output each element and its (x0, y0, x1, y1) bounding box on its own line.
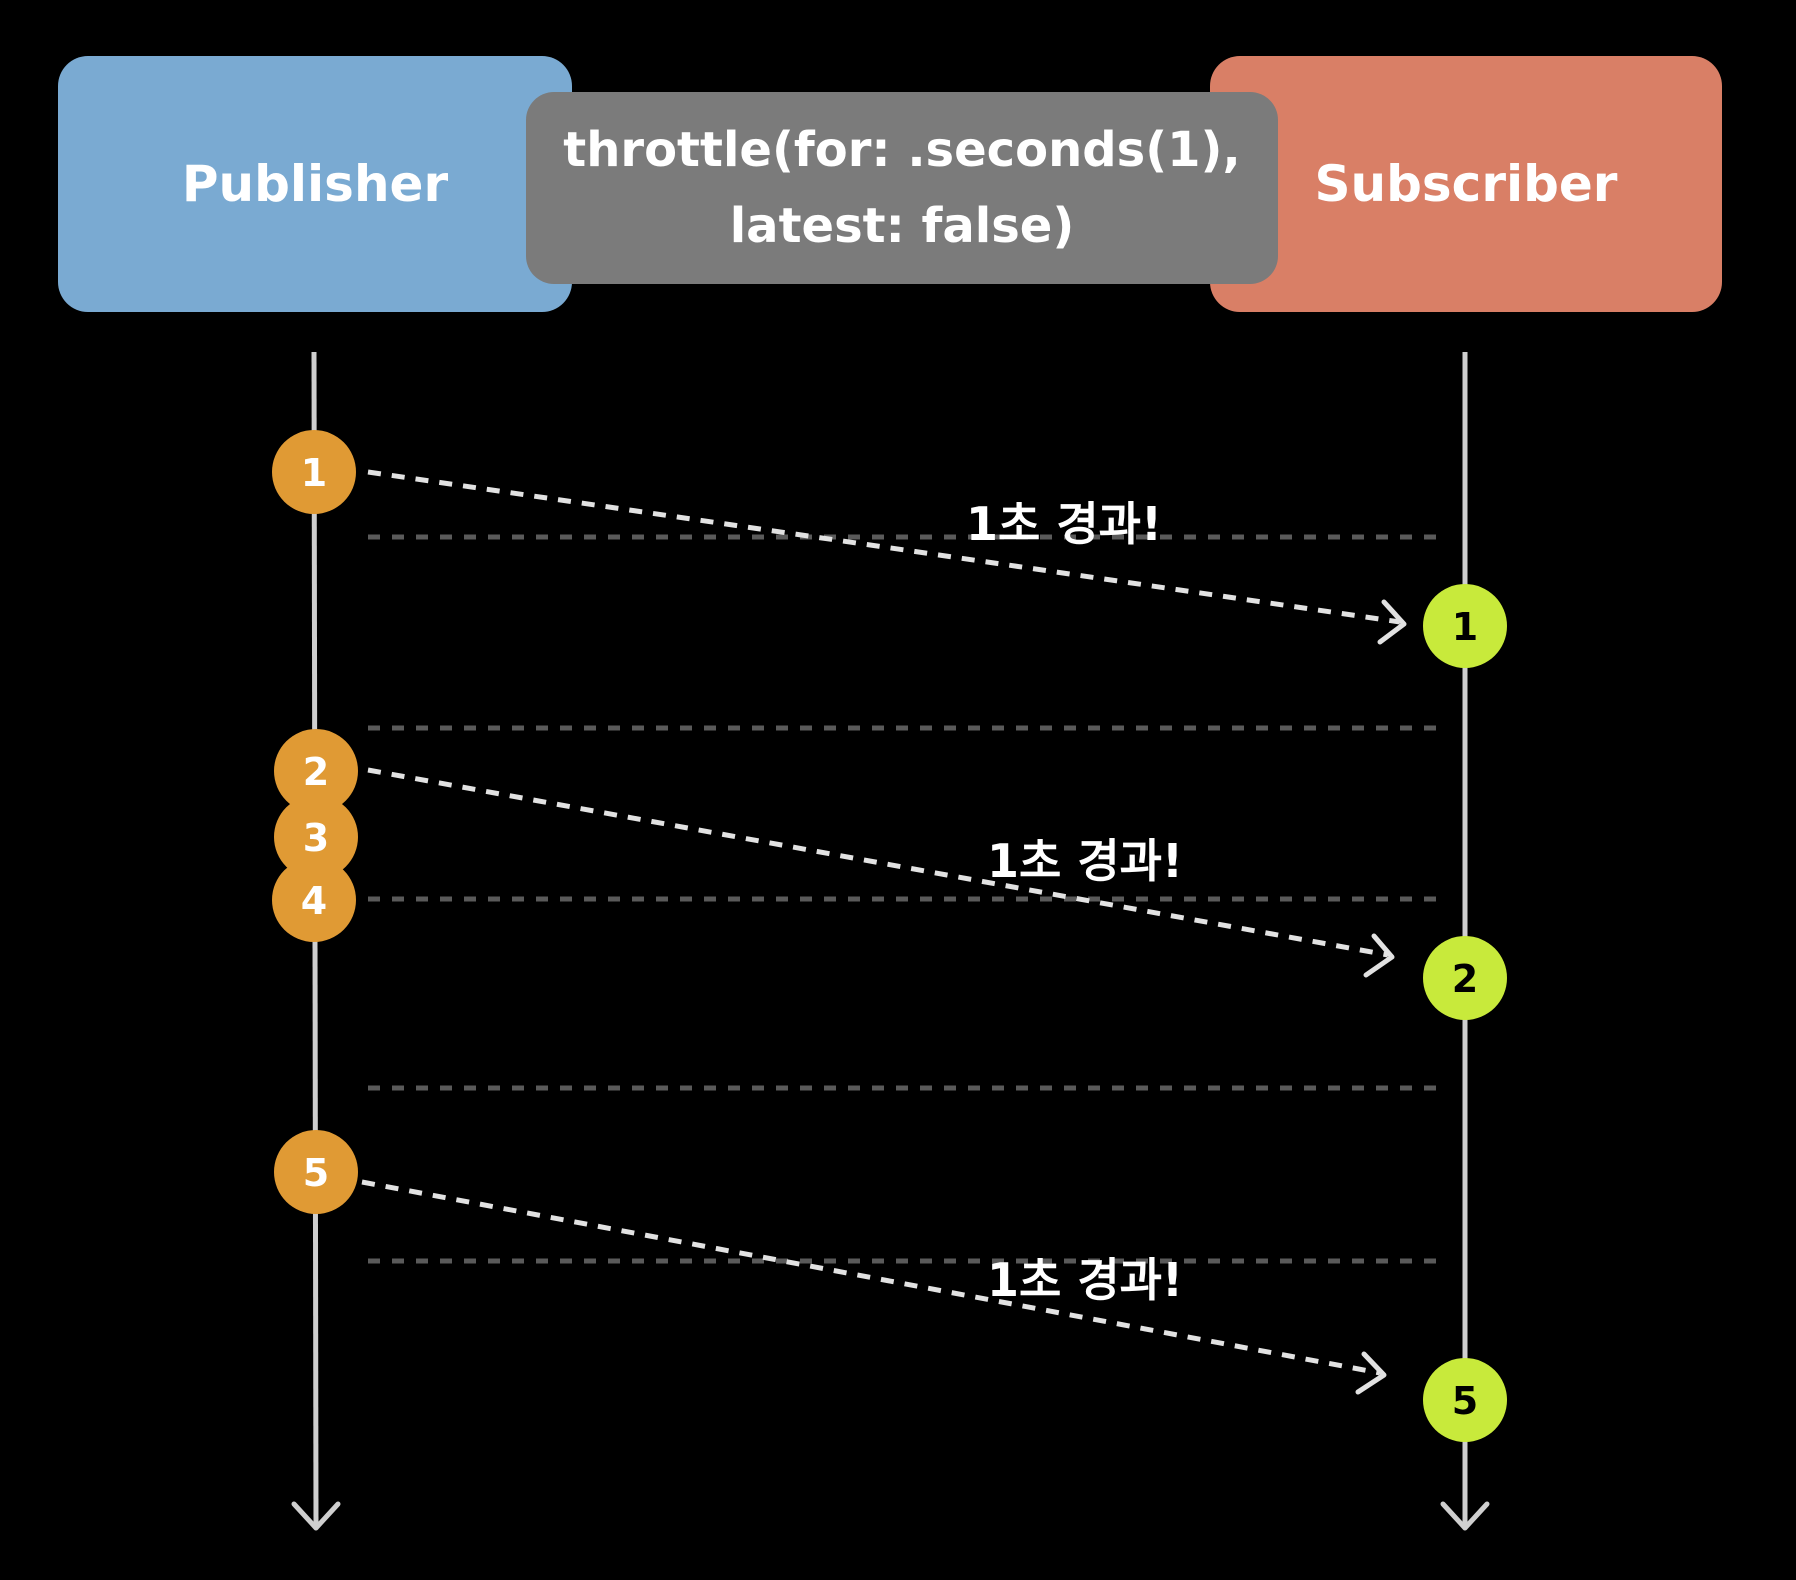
publisher-event: 2 (274, 729, 358, 813)
publisher-box: Publisher (58, 56, 572, 312)
publisher-event-label: 1 (301, 451, 327, 495)
emit-arrow (367, 469, 1401, 625)
subscriber-event: 5 (1423, 1358, 1507, 1442)
publisher-event-label: 2 (303, 750, 329, 794)
operator-signature-line-2: latest: false) (729, 198, 1075, 254)
publisher-title: Publisher (181, 155, 449, 213)
operator-signature-line-1: throttle(for: .seconds(1), (563, 122, 1241, 178)
publisher-event: 5 (274, 1130, 358, 1214)
subscriber-event-label: 2 (1452, 957, 1478, 1001)
interval-lines (368, 534, 1436, 1264)
subscriber-box: Subscriber (1210, 56, 1722, 312)
subscriber-event-label: 1 (1452, 605, 1478, 649)
publisher-event-marker (272, 858, 356, 942)
publisher-event-marker (274, 1130, 358, 1214)
emit-arrow (361, 1179, 1381, 1376)
emit-arrowhead-icon (1377, 599, 1407, 645)
emit-arrow (367, 767, 1389, 958)
subscriber-event: 2 (1423, 936, 1507, 1020)
throttle-operator-box: throttle(for: .seconds(1), latest: false… (526, 92, 1278, 284)
publisher-event: 1 (272, 430, 356, 514)
publisher-event-marker (272, 430, 356, 514)
publisher-event-marker (274, 795, 358, 879)
publisher-event-marker (274, 729, 358, 813)
subscriber-event: 1 (1423, 584, 1507, 668)
emit-arrows (361, 469, 1407, 1395)
timelines (291, 351, 1490, 1531)
elapsed-label: 1초 경과! (966, 497, 1162, 551)
publisher-event-label: 4 (301, 879, 327, 923)
publisher-event-label: 5 (303, 1151, 329, 1195)
subscriber-event-marker (1423, 584, 1507, 668)
subscriber-events: 1 2 5 (1423, 584, 1507, 1442)
emit-arrowhead-icon (1363, 933, 1395, 978)
elapsed-label: 1초 경과! (987, 834, 1183, 888)
subscriber-timeline-arrowhead-icon (1440, 1501, 1490, 1531)
publisher-event: 3 (274, 795, 358, 879)
subscriber-title: Subscriber (1314, 155, 1618, 213)
interval-labels: 1초 경과! 1초 경과! 1초 경과! (966, 497, 1183, 1307)
subscriber-event-label: 5 (1452, 1379, 1478, 1423)
publisher-events: 1 2 3 4 5 (272, 430, 358, 1214)
publisher-event-label: 3 (303, 816, 329, 860)
subscriber-event-marker (1423, 1358, 1507, 1442)
subscriber-event-marker (1423, 936, 1507, 1020)
elapsed-label: 1초 경과! (987, 1253, 1183, 1307)
emit-arrowhead-icon (1355, 1351, 1387, 1395)
publisher-timeline-arrowhead-icon (291, 1501, 341, 1531)
publisher-event: 4 (272, 858, 356, 942)
